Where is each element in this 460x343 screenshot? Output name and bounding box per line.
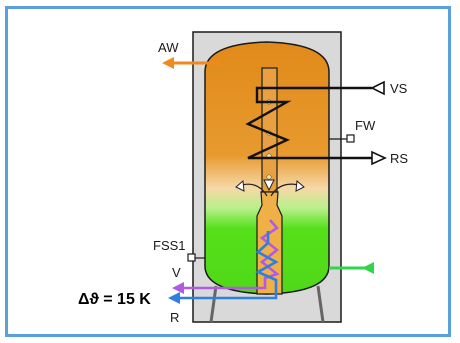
r-arrow-icon [168,292,180,304]
heating-coil [245,86,372,160]
label-fss1: FSS1 [153,238,186,253]
aw-arrow-icon [162,57,174,69]
label-rs: RS [390,151,408,166]
aw-pipe [170,61,224,68]
label-aw: AW [158,40,179,55]
label-delta-temperature: Δϑ = 15 K [78,291,151,308]
fw-sensor-icon [346,134,355,143]
rs-arrow-icon [371,150,387,166]
v-arrow-icon [172,282,184,294]
vs-arrow-icon [370,80,385,96]
blue-coil [178,231,279,300]
label-v: V [172,265,181,280]
violet-coil [179,219,280,290]
green-arrow-icon [362,262,374,274]
label-fw: FW [355,118,376,133]
label-vs: VS [390,81,408,96]
fss1-sensor-icon [187,253,196,262]
label-r: R [170,310,179,325]
tank-leg-right [316,285,325,323]
tank-leg-left [209,285,218,323]
